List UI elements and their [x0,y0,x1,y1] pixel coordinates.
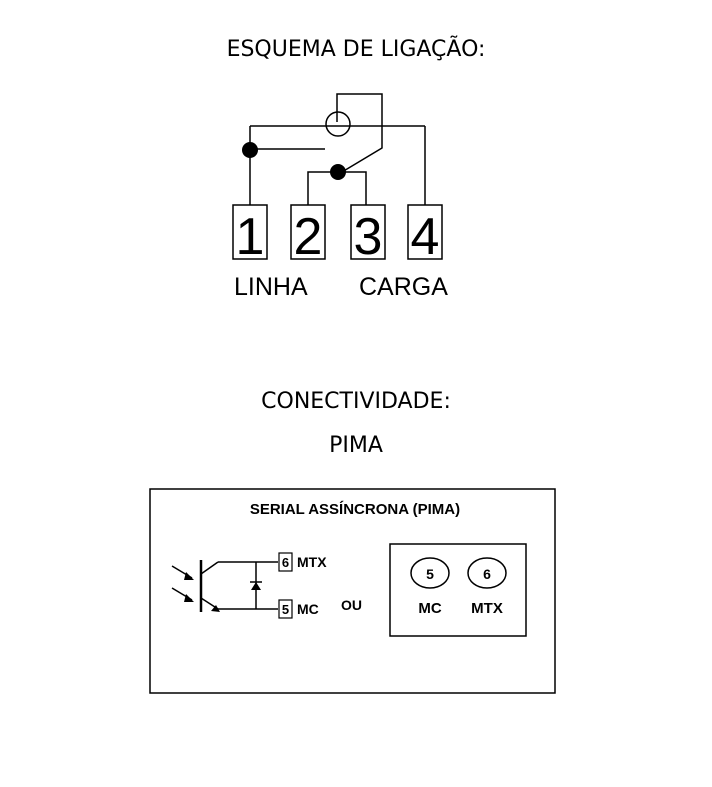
connector-pin-6-number: 6 [483,566,491,582]
terminal-3-label: 3 [354,208,383,266]
connector-mtx-label: MTX [471,600,503,617]
pin-6-box [278,552,293,572]
optocoupler-symbol [171,560,278,612]
ou-label: OU [341,597,362,613]
light-arrow-icon [184,572,194,580]
connector-pin-5 [410,557,450,589]
wiring-diagram [232,93,443,260]
terminal-3-box [350,204,386,260]
switch-arm [336,93,383,173]
linha-label: LINHA [234,273,308,301]
junction-dot [330,164,346,180]
serial-box-title: SERIAL ASSÍNCRONA (PIMA) [250,501,460,518]
wiring-heading: ESQUEMA DE LIGAÇÃO: [226,37,486,62]
light-arrow-icon [184,594,194,602]
terminal-1-label: 1 [236,208,265,266]
terminal-4-label: 4 [411,208,440,266]
junction-dot [242,142,258,158]
carga-label: CARGA [359,273,448,301]
connector-mc-label: MC [418,600,441,617]
terminal-1-box [232,204,268,260]
connectivity-heading: CONECTIVIDADE: [261,389,451,414]
diode-icon [251,582,261,590]
serial-box [149,488,556,694]
terminal-2-label: 2 [294,208,323,266]
mc-label: MC [297,601,319,617]
terminal-4-box [407,204,443,260]
pin-5-box [278,599,293,619]
connector-box [389,543,527,637]
pin-5-number: 5 [282,602,289,617]
coil-circle [325,111,351,137]
connector-pin-5-number: 5 [426,566,434,582]
emitter-arrow-icon [211,605,220,612]
terminal-2-box [290,204,326,260]
mtx-label: MTX [297,554,327,570]
connector-pin-6 [467,557,507,589]
pima-heading: PIMA [329,433,383,458]
pin-6-number: 6 [282,555,289,570]
